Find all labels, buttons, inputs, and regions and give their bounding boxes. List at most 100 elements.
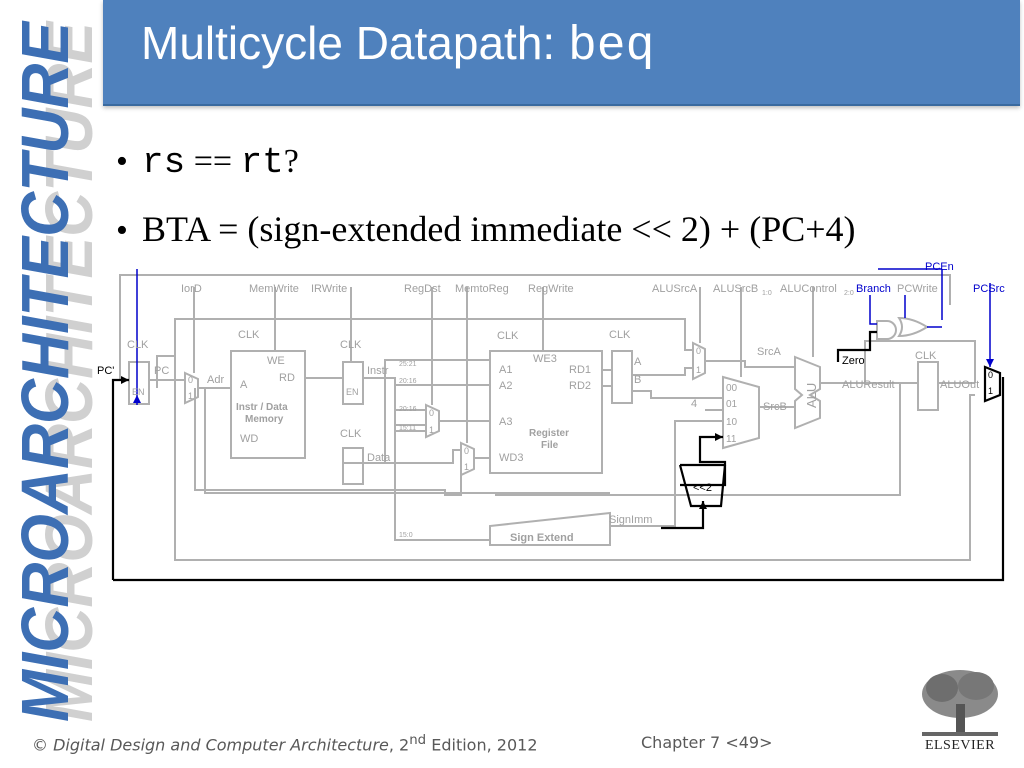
bullet-bta-text: BTA = (sign-extended immediate << 2) + (… xyxy=(142,209,856,249)
sidebar: MICROARCHITECTURE MICROARCHITECTURE xyxy=(0,0,100,730)
elsevier-logo: ELSEVIER xyxy=(912,664,1008,754)
mux-srca-0: 0 xyxy=(696,346,701,356)
mux-rd-1: 1 xyxy=(429,425,434,435)
label-branch: Branch xyxy=(856,283,891,295)
en-instr: EN xyxy=(346,387,359,397)
label-rd-mem: RD xyxy=(279,372,295,384)
label-a1: A1 xyxy=(499,364,512,376)
mux-wd-0: 0 xyxy=(464,446,469,456)
label-alusrcb-sub: 1:0 xyxy=(762,290,772,297)
bullet-code-rs: rs xyxy=(142,142,186,183)
label-bits-20-16: 20:16 xyxy=(399,378,417,385)
label-sel-11: 11 xyxy=(726,434,737,445)
edition-pre: , 2 xyxy=(388,735,410,755)
label-four: 4 xyxy=(691,398,697,410)
label-rf-2: File xyxy=(541,440,559,451)
label-a3: A3 xyxy=(499,416,512,428)
mux-srca-1: 1 xyxy=(696,365,701,375)
slide-title: Multicycle Datapath: beq xyxy=(141,16,654,74)
label-wd-mem: WD xyxy=(240,433,258,445)
label-regdst: RegDst xyxy=(404,283,441,295)
datapath-svg: IorD MemWrite IRWrite RegDst MemtoReg Re… xyxy=(97,261,1005,582)
label-alucontrol: ALUControl xyxy=(780,283,837,295)
label-alusrcb: ALUSrcB xyxy=(713,283,758,295)
bullet-tail: ? xyxy=(283,143,299,180)
label-we: WE xyxy=(267,355,285,367)
sidebar-graphic: MICROARCHITECTURE MICROARCHITECTURE xyxy=(8,20,100,722)
label-alucontrol-sub: 2:0 xyxy=(844,290,854,297)
label-reg-a: A xyxy=(634,356,642,368)
label-pcsrc-1: 1 xyxy=(988,386,993,396)
title-bar: Multicycle Datapath: beq xyxy=(103,0,1020,106)
label-sel-00: 00 xyxy=(726,383,738,394)
label-zero: Zero xyxy=(842,355,865,367)
label-alusrca: ALUSrcA xyxy=(652,283,698,295)
title-code: beq xyxy=(567,20,655,74)
label-rf-1: Register xyxy=(529,428,569,439)
bullet-rs-eq-rt: • rs == rt? xyxy=(116,142,299,183)
clk-rf: CLK xyxy=(497,330,519,342)
label-we3: WE3 xyxy=(533,353,557,365)
label-pcen: PCEn xyxy=(925,261,954,273)
label-bits-20-16b: 20:16 xyxy=(399,406,417,413)
label-pcsrc: PCSrc xyxy=(973,283,1005,295)
label-bits-15-11: 15:11 xyxy=(399,425,416,432)
bullet-code-rt: rt xyxy=(240,142,284,183)
clk-mem: CLK xyxy=(238,329,260,341)
datapath-diagram: IorD MemWrite IRWrite RegDst MemtoReg Re… xyxy=(95,255,1015,595)
label-sel-01: 01 xyxy=(726,399,738,410)
label-memtoreg: MemtoReg xyxy=(455,283,509,295)
clk-data: CLK xyxy=(340,428,362,440)
label-a2: A2 xyxy=(499,380,512,392)
label-data: Data xyxy=(367,452,391,464)
label-pc: PC xyxy=(154,365,169,377)
label-pcsrc-0: 0 xyxy=(988,370,993,380)
label-aluresult: ALUResult xyxy=(842,379,895,391)
label-aluout: ALUOut xyxy=(940,379,979,391)
label-irwrite: IRWrite xyxy=(311,283,347,295)
copyright-symbol: © xyxy=(32,735,54,755)
edition-sup: nd xyxy=(409,733,427,748)
bullet-op: == xyxy=(185,143,241,180)
label-pc-prime: PC' xyxy=(97,365,114,377)
en-pc: EN xyxy=(132,387,145,397)
logo-text: ELSEVIER xyxy=(924,738,996,753)
label-instr: Instr xyxy=(367,365,389,377)
label-regwrite: RegWrite xyxy=(528,283,574,295)
label-sign-extend: Sign Extend xyxy=(510,532,574,544)
label-bits-25-21: 25:21 xyxy=(399,361,417,368)
label-sel-10: 10 xyxy=(726,417,738,428)
mux-rd-0: 0 xyxy=(429,408,434,418)
bullet-bta: • BTA = (sign-extended immediate << 2) + … xyxy=(116,208,856,250)
clk-aluout: CLK xyxy=(915,350,937,362)
sidebar-vertical-text: MICROARCHITECTURE xyxy=(8,20,83,722)
label-shift: <<2 xyxy=(693,482,712,494)
clk-ab: CLK xyxy=(609,329,631,341)
sidebar-shadow-text: MICROARCHITECTURE xyxy=(32,20,100,722)
label-reg-b: B xyxy=(634,374,641,386)
label-iord: IorD xyxy=(181,283,202,295)
bullet-dot: • xyxy=(116,143,128,180)
edition-post: Edition, 2012 xyxy=(426,735,538,755)
title-prefix: Multicycle Datapath: xyxy=(141,17,568,69)
label-pcwrite: PCWrite xyxy=(897,283,938,295)
bullet-dot: • xyxy=(116,212,128,249)
label-rd1: RD1 xyxy=(569,364,591,376)
label-srca: SrcA xyxy=(757,346,782,358)
chapter-page: Chapter 7 <49> xyxy=(641,733,773,752)
label-memwrite: MemWrite xyxy=(249,283,299,295)
label-mem-1: Instr / Data xyxy=(236,402,288,413)
tree-icon xyxy=(922,670,998,736)
footer-copyright: © Digital Design and Computer Architectu… xyxy=(32,733,538,754)
label-wd3: WD3 xyxy=(499,452,523,464)
label-mem-2: Memory xyxy=(245,414,284,425)
label-rd2: RD2 xyxy=(569,380,591,392)
book-title: Digital Design and Computer Architecture xyxy=(53,735,389,755)
label-bits-15-0: 15:0 xyxy=(399,532,413,539)
mux-wd-1: 1 xyxy=(464,462,469,472)
label-adr: Adr xyxy=(207,374,224,386)
label-a-mem: A xyxy=(240,379,248,391)
mux-pc-1: 1 xyxy=(188,391,193,401)
label-srcb: SrcB xyxy=(763,401,787,413)
mux-pc-0: 0 xyxy=(188,375,193,385)
